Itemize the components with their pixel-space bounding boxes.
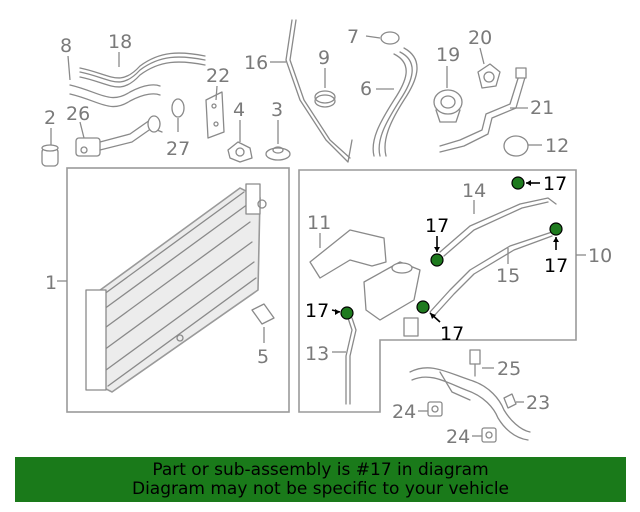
part-17-highlighted: 17 17 17 17 17: [305, 173, 568, 345]
arrow-icon: [430, 313, 436, 319]
part-17-clamp: [430, 253, 444, 267]
callout-6: 6: [360, 78, 372, 100]
callout-5: 5: [257, 346, 269, 368]
part-6-hose: 6: [360, 47, 418, 157]
part-4-cap: 4: [227, 99, 253, 163]
callout-17: 17: [425, 215, 449, 237]
callout-23: 23: [526, 392, 550, 414]
callout-17: 17: [305, 300, 329, 322]
callout-1: 1: [45, 272, 57, 294]
reservoir-assembly: 10 11 14 15 13: [298, 169, 612, 413]
part-17-clamp: [511, 176, 525, 190]
callout-25: 25: [497, 358, 521, 380]
parts-diagram: 1 5 8 18 2 26 27: [41, 19, 612, 448]
part-24-pipe: 24 24: [392, 367, 531, 448]
callout-14: 14: [462, 180, 486, 202]
callout-13: 13: [305, 343, 329, 365]
callout-11: 11: [307, 212, 331, 234]
arrow-icon: [335, 309, 340, 315]
notice-banner: Part or sub-assembly is #17 in diagram D…: [15, 457, 626, 502]
callout-24-b: 24: [446, 426, 470, 448]
part-20-gasket: 20: [468, 27, 501, 89]
callout-16: 16: [244, 52, 268, 74]
part-21-pipe: 21: [439, 67, 554, 153]
callout-27: 27: [166, 138, 190, 160]
callout-24-a: 24: [392, 401, 416, 423]
part-19-housing: 19: [433, 44, 463, 123]
part-18-hose: 8 18: [60, 31, 206, 108]
callout-22: 22: [206, 65, 230, 87]
callout-26: 26: [66, 103, 90, 125]
callout-8: 8: [60, 35, 72, 57]
callout-19: 19: [436, 44, 460, 66]
callout-15: 15: [496, 265, 520, 287]
callout-21: 21: [530, 97, 554, 119]
radiator-assembly: 1: [45, 167, 290, 413]
part-17-clamp: [549, 222, 563, 236]
part-7-clip: 7: [347, 26, 400, 48]
banner-line-2: Diagram may not be specific to your vehi…: [131, 478, 509, 499]
callout-17: 17: [544, 255, 568, 277]
arrow-icon: [434, 247, 440, 252]
arrow-icon: [526, 180, 531, 186]
part-5-sensor: 5: [251, 303, 275, 368]
callout-7: 7: [347, 26, 359, 48]
part-17-clamp: [416, 300, 430, 314]
banner-line-1: Part or sub-assembly is #17 in diagram: [152, 459, 489, 480]
part-17-clamp: [340, 306, 354, 320]
part-25-sensor: 25: [469, 349, 521, 380]
callout-9: 9: [318, 47, 330, 69]
callout-12: 12: [545, 135, 569, 157]
arrow-icon: [553, 237, 559, 242]
callout-20: 20: [468, 27, 492, 49]
part-12-cap: 12: [503, 135, 569, 157]
part-3-seat: 3: [265, 99, 291, 161]
callout-3: 3: [271, 99, 283, 121]
callout-17: 17: [440, 323, 464, 345]
callout-17: 17: [543, 173, 567, 195]
part-27-oring: 27: [166, 98, 190, 160]
part-16-rod: 16: [244, 19, 353, 163]
part-2-cap: 2: [41, 107, 59, 167]
callout-2: 2: [44, 107, 56, 129]
callout-10: 10: [588, 245, 612, 267]
part-26-pipe: 26: [66, 103, 163, 157]
callout-4: 4: [233, 99, 245, 121]
part-9-clamp: 9: [314, 47, 336, 108]
callout-18: 18: [108, 31, 132, 53]
part-22-bracket: 22: [205, 65, 230, 139]
part-23-fitting: 23: [503, 392, 550, 414]
